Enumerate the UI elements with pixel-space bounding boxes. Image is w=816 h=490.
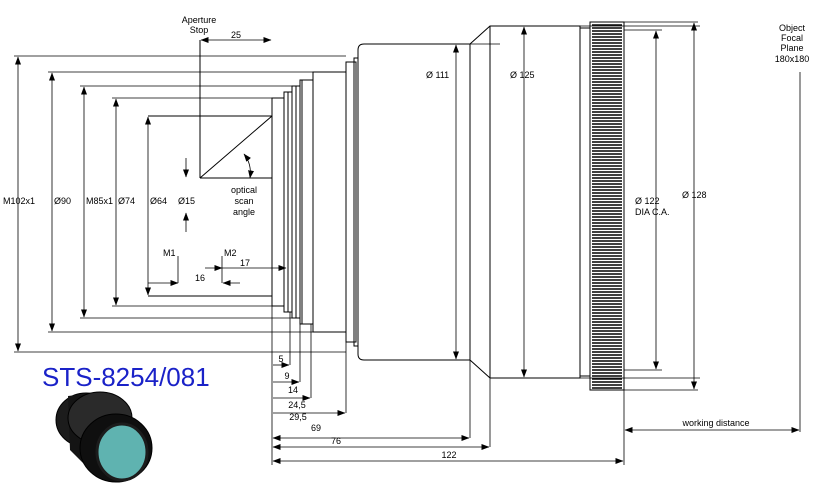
dim-16: 16 [195,273,205,283]
optical-path [148,40,273,297]
dim-d64: Ø64 [150,196,167,206]
dim-76: 76 [331,436,341,446]
dim-122: 122 [441,450,456,460]
knurled-ring [589,21,625,391]
product-code: STS-8254/081 [42,362,210,392]
dim-d15: Ø15 [178,196,195,206]
dim-24-5: 24,5 [288,400,306,410]
dim-5: 5 [278,354,283,364]
aperture-stop-label-2: Stop [190,25,209,35]
dimension-lines [15,22,800,464]
dim-9: 9 [284,371,289,381]
object-plane-label-3: Plane [780,43,803,53]
lens-product-image [55,391,153,483]
extension-lines [14,21,801,465]
object-plane-size: 180x180 [775,54,810,64]
dim-d90: Ø90 [54,196,71,206]
scan-angle-label-1: optical [231,185,257,195]
dim-29-5: 29,5 [289,412,307,422]
dim-d128: Ø 128 [682,190,707,200]
object-plane-label-1: Object [779,23,806,33]
dim-m102: M102x1 [3,196,35,206]
scan-angle-label-3: angle [233,207,255,217]
dim-m85: M85x1 [86,196,113,206]
dim-d125: Ø 125 [510,70,535,80]
dim-25: 25 [231,30,241,40]
dim-d111: Ø 111 [426,70,449,80]
labels: Aperture Stop 25 Object Focal Plane 180x… [3,15,809,460]
m2-label: M2 [224,248,237,258]
scan-angle-label-2: scan [234,196,253,206]
m1-label: M1 [163,248,176,258]
dia-ca-label: DIA C.A. [635,207,670,217]
dim-d122: Ø 122 [635,196,660,206]
aperture-stop-label-1: Aperture [182,15,217,25]
dim-14: 14 [288,385,298,395]
object-plane-label-2: Focal [781,33,803,43]
dim-69: 69 [311,423,321,433]
dim-d74: Ø74 [118,196,135,206]
working-distance-label: working distance [681,418,749,428]
dim-17: 17 [240,258,250,268]
